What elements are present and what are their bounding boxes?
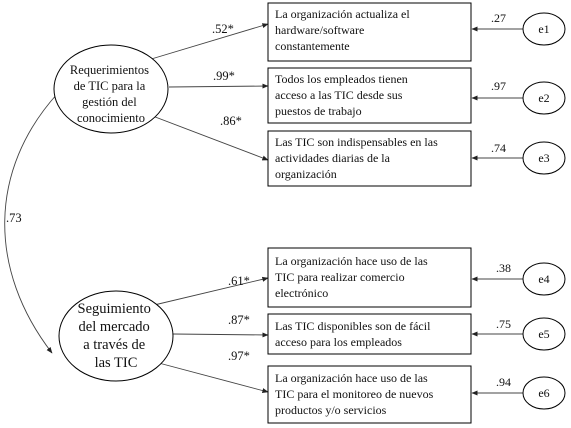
loading-label: .87* [228,313,250,327]
indicator-box: Las TIC son indispensables en las activi… [267,130,472,187]
error-variance-label: .27 [491,11,506,25]
indicator-text: La organización actualiza el hardware/so… [275,7,413,53]
error-variance-label: .74 [491,141,506,155]
path-latent2-item5 [172,332,269,338]
latent-factor-ict-requirements: Requerimientos de TIC para la gestión de… [53,44,169,134]
error-variance-label: .75 [496,317,511,331]
indicator-text: La organización hace uso de las TIC para… [275,371,436,417]
indicator-box: Todos los empleados tienen acceso a las … [267,67,472,124]
path-latent1-item2 [168,83,269,89]
indicator-text: La organización hace uso de las TIC para… [275,254,431,300]
error-variance-label: .38 [496,261,511,275]
indicator-box: La organización hace uso de las TIC para… [267,365,472,424]
error-term-label: e5 [538,327,549,341]
error-term-label: e2 [538,91,549,105]
correlation-label: .73 [6,211,22,225]
loading-label: .52* [212,22,234,36]
error-term-e2: e2 [522,81,566,115]
correlation-arrow [4,87,64,354]
error-variance-label: .94 [496,375,511,389]
path-latent2-item6 [154,361,269,393]
error-term-label: e1 [538,22,549,36]
loading-label: .99* [213,69,235,83]
path-latent1-item3 [149,114,269,161]
error-term-label: e3 [538,151,549,165]
loading-label: .86* [220,114,242,128]
indicator-text: Las TIC disponibles son de fácil acceso … [275,319,433,349]
path-latent1-item1 [147,23,269,61]
loading-label: .61* [228,274,250,288]
indicator-text: Las TIC son indispensables en las activi… [275,135,441,181]
error-term-e1: e1 [522,12,566,46]
indicator-box: La organización actualiza el hardware/so… [267,2,472,62]
error-term-e3: e3 [522,141,566,175]
error-variance-label: .97 [491,79,506,93]
latent-label: Seguimiento del mercado a través de las … [78,301,155,371]
error-term-label: e4 [538,272,549,286]
latent-label: Requerimientos de TIC para la gestión de… [70,63,152,125]
indicator-box: Las TIC disponibles son de fácil acceso … [267,313,472,355]
path-latent2-item4 [149,276,269,307]
error-term-e6: e6 [522,376,566,410]
error-term-e5: e5 [522,317,566,351]
latent-factor-market-tracking: Seguimiento del mercado a través de las … [58,290,174,382]
indicator-box: La organización hace uso de las TIC para… [267,247,472,308]
indicator-text: Todos los empleados tienen acceso a las … [275,72,411,118]
error-term-e4: e4 [522,262,566,296]
error-term-label: e6 [538,386,549,400]
loading-label: .97* [228,349,250,363]
